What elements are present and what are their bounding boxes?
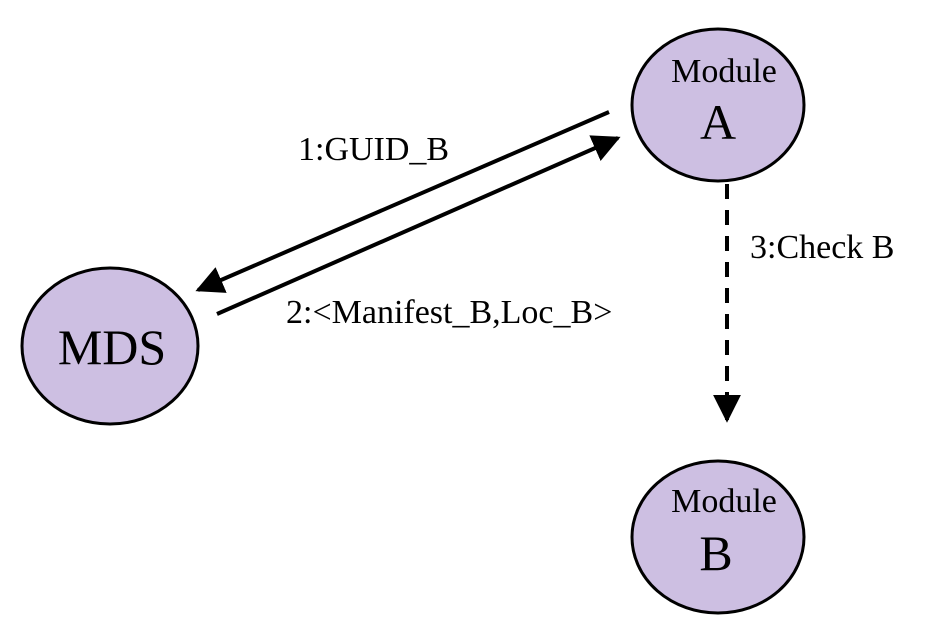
edge-guid-arrow <box>195 110 610 293</box>
node-mds-label: MDS <box>58 319 166 375</box>
node-module-b-line1: Module <box>671 483 777 520</box>
node-mds: MDS <box>20 266 200 426</box>
edge-manifest-label: 2:<Manifest_B,Loc_B> <box>286 294 612 331</box>
node-module-b: Module B <box>630 459 806 615</box>
node-module-b-circle <box>630 459 806 615</box>
node-module-a-line1: Module <box>671 53 777 90</box>
node-mds-circle <box>20 266 200 426</box>
node-module-b-line2: B <box>699 525 732 581</box>
node-module-a-circle <box>630 27 806 183</box>
edge-guid-label: 1:GUID_B <box>298 131 449 168</box>
node-module-a-line2: A <box>700 94 736 150</box>
node-module-a: Module A <box>630 27 806 183</box>
edge-manifest-arrow <box>216 135 621 316</box>
edge-check-label: 3:Check B <box>750 229 894 266</box>
